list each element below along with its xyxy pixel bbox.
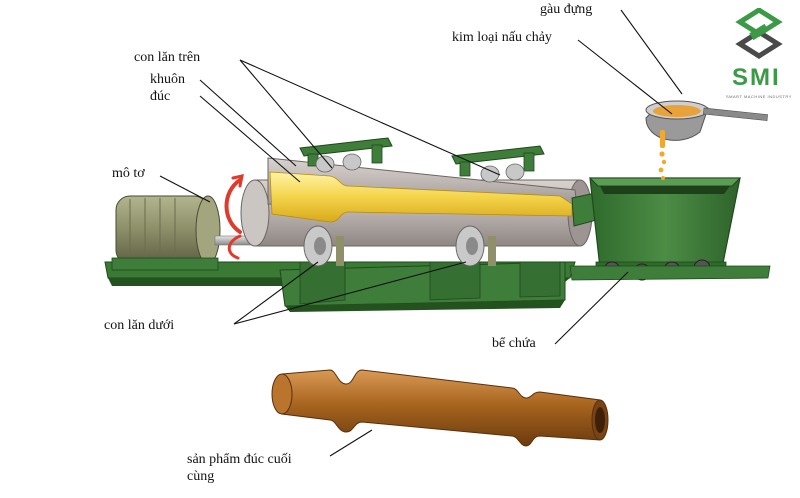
- molten-metal-in-mold: [269, 171, 573, 223]
- logo-tagline: SMART MACHINE INDUSTRY: [726, 94, 792, 99]
- logo-mark-text: SMI: [732, 64, 781, 91]
- molten-metal-stream: [658, 130, 667, 180]
- upper-roller-bracket-right: [451, 145, 545, 183]
- lower-roller-right: [455, 225, 485, 267]
- casting-mold: [240, 157, 593, 267]
- label-ladle: gàu đựng: [540, 2, 593, 17]
- label-upper-rollers: con lăn trên: [134, 50, 201, 65]
- label-product-line1: sản phẩm đúc cuối: [187, 452, 292, 467]
- label-tank: bể chứa: [492, 336, 536, 351]
- motor: [111, 195, 221, 271]
- label-motor: mô tơ: [112, 166, 145, 181]
- holding-tank: [569, 177, 771, 281]
- label-molten-metal: kim loại nấu chảy: [452, 30, 552, 45]
- label-mold-line1: khuôn: [150, 72, 185, 87]
- final-product-pipe: [271, 369, 609, 447]
- rotation-arrow: [224, 174, 244, 260]
- upper-roller-bracket-left: [299, 137, 393, 173]
- label-product-line2: cùng: [187, 469, 215, 484]
- smi-logo: SMI SMART MACHINE INDUSTRY: [726, 7, 792, 104]
- label-lower-rollers: con lăn dưới: [104, 318, 175, 333]
- leader-lines: [159, 9, 683, 457]
- label-mold-line2: đúc: [150, 89, 171, 104]
- logo-mark-icon: [735, 7, 783, 59]
- lower-roller-left: [303, 225, 333, 267]
